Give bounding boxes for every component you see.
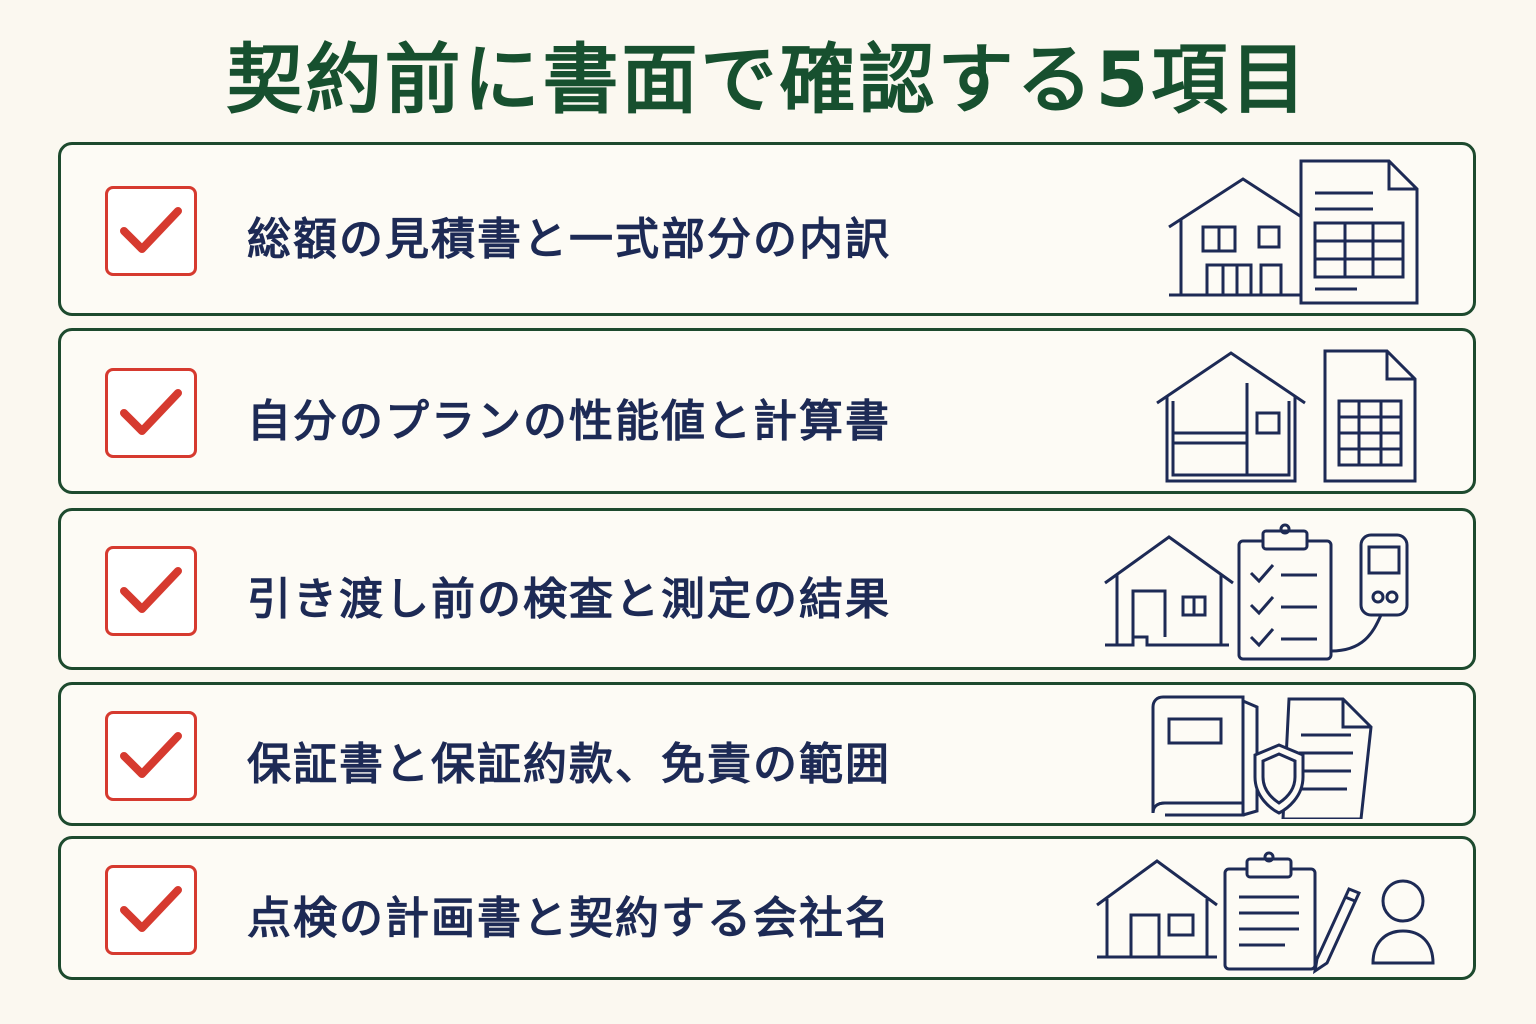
checklist-item-4: 保証書と保証約款、免責の範囲 [58,682,1476,826]
checkbox-checked-icon [105,546,197,636]
checkbox-checked-icon [105,368,197,458]
checklist-item-1: 総額の見積書と一式部分の内訳 [58,142,1476,316]
item-label: 引き渡し前の検査と測定の結果 [247,574,891,625]
checkbox-checked-icon [105,186,197,276]
item-label: 点検の計画書と契約する会社名 [247,893,891,944]
house-checklist-and-meter-icon [1103,521,1423,665]
item-label: 自分のプランの性能値と計算書 [247,396,891,447]
checkbox-checked-icon [105,711,197,801]
item-label: 総額の見積書と一式部分の内訳 [247,214,891,265]
checklist-item-2: 自分のプランの性能値と計算書 [58,328,1476,494]
house-plan-and-calculation-sheet-icon [1153,347,1425,487]
house-clipboard-pen-and-person-icon [1095,849,1435,975]
checkbox-checked-icon [105,865,197,955]
warranty-book-shield-and-document-icon [1147,693,1379,819]
house-and-estimate-document-icon [1167,157,1419,307]
checklist-item-3: 引き渡し前の検査と測定の結果 [58,508,1476,670]
page-title: 契約前に書面で確認する5項目 [226,35,1310,124]
checklist-item-5: 点検の計画書と契約する会社名 [58,836,1476,980]
item-label: 保証書と保証約款、免責の範囲 [247,739,891,790]
